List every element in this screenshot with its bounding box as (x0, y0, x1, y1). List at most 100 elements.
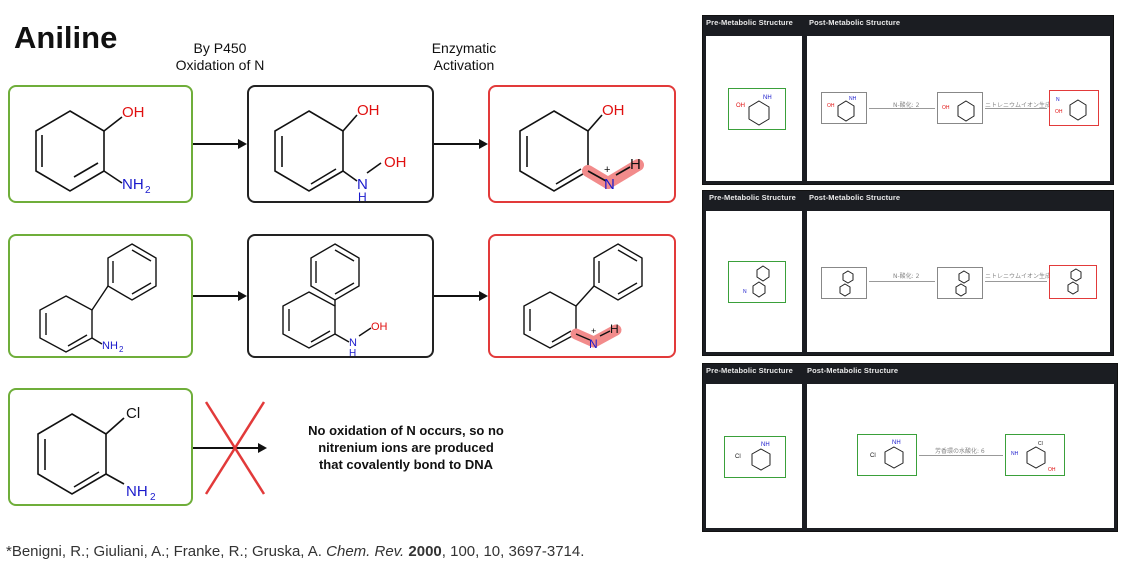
post-metabolic-header: Post-Metabolic Structure (809, 18, 901, 27)
n-label: N (589, 337, 598, 351)
nh-label: N (1056, 97, 1060, 103)
plus-charge: + (604, 164, 610, 176)
h-label: H (630, 156, 641, 173)
nitrenium-structure: OH N + H (519, 102, 644, 193)
cl-label: Cl (126, 405, 140, 422)
post-metabolic-header: Post-Metabolic Structure (809, 193, 901, 202)
oh-label: OH (122, 104, 145, 121)
step-header-enzymatic-line1: Enzymatic (431, 40, 497, 56)
oh-label: OH (1048, 467, 1056, 473)
post-structure-card-2[interactable] (937, 267, 983, 299)
pre-structure-card[interactable]: NH Cl (724, 436, 786, 478)
pre-structure-card[interactable]: N (728, 261, 786, 303)
no-oxidation-note: No oxidation of N occurs, so no nitreniu… (286, 422, 526, 473)
nh2-label: NH (102, 340, 118, 352)
cl-label: Cl (735, 454, 741, 460)
reaction-label-n-oxidation: N-酸化: 2 (893, 102, 920, 109)
oh-label: OH (357, 102, 380, 119)
oh-label: OH (827, 103, 835, 109)
oh-label: OH (371, 321, 388, 333)
n-label: N (743, 289, 747, 295)
arrow-row1-step2-head (479, 139, 488, 149)
reaction-arrow-1 (919, 455, 1003, 456)
page-title: Aniline (14, 20, 118, 55)
post-structure-card-3[interactable]: N OH (1049, 90, 1099, 126)
chloroaniline-structure: Cl NH 2 (37, 405, 156, 503)
nh2-label: NH (126, 483, 148, 500)
nh2-label: NH (122, 176, 144, 193)
oh-label: OH (736, 103, 745, 109)
note-line2: nitrenium ions are produced (318, 440, 494, 455)
pre-metabolic-header: Pre-Metabolic Structure (706, 366, 793, 375)
reaction-arrow-1 (869, 108, 935, 109)
prediction-panel-2: Pre-Metabolic Structure Post-Metabolic S… (702, 190, 1114, 356)
oh-label: OH (1055, 109, 1063, 115)
note-line3: that covalently bond to DNA (318, 457, 494, 472)
pre-metabolic-pane: NH Cl (706, 384, 802, 528)
arrow-row2-step2-head (479, 291, 488, 301)
n-label: N (604, 176, 615, 193)
nh2-label: NH (849, 96, 857, 102)
row1-nitrenium-box: OH N + H (488, 85, 676, 203)
post-metabolic-pane: N-酸化: 2 ニトレニウムイオン生成: 1 (807, 211, 1110, 352)
oh-label: OH (942, 105, 950, 111)
row2-precursor-box: NH 2 (8, 234, 193, 358)
oh-label: OH (384, 154, 407, 171)
reaction-label-nitrenium: ニトレニウムイオン生成: 1 (985, 102, 1059, 109)
n-label: N (357, 176, 368, 193)
citation-rest: , 100, 10, 3697-3714. (441, 543, 585, 560)
note-line1: No oxidation of N occurs, so no (308, 423, 504, 438)
plus-charge: + (591, 326, 596, 336)
row1-precursor-box: OH NH 2 (8, 85, 193, 203)
arrow-row2-step1 (193, 295, 238, 297)
arrow-row1-step2 (434, 143, 479, 145)
post-structure-card-1[interactable]: OH NH (821, 92, 867, 124)
pre-metabolic-header: Pre-Metabolic Structure (709, 193, 796, 202)
post-structure-card-2[interactable]: OH (937, 92, 983, 124)
h-label: H (349, 348, 356, 359)
nh2-subscript: 2 (150, 492, 156, 503)
blocked-cross-icon (204, 401, 266, 495)
post-structure-card-1[interactable] (821, 267, 867, 299)
arrow-row2-step2 (434, 295, 479, 297)
step-header-p450-line2: Oxidation of N (175, 57, 265, 73)
nh2-label: NH (1011, 451, 1019, 457)
citation-year: 2000 (408, 543, 442, 560)
arrow-row3-blocked-head (258, 443, 267, 453)
nh2-label: NH (761, 442, 770, 448)
step-header-p450: By P450 Oxidation of N (160, 40, 280, 74)
step-header-enzymatic-line2: Activation (433, 57, 495, 73)
row3-precursor-box: Cl NH 2 (8, 388, 193, 506)
biphenyl-nitrenium-structure: N + H (523, 243, 643, 351)
citation-journal: Chem. Rev. (326, 543, 405, 560)
reaction-arrow-2 (985, 108, 1047, 109)
reaction-label-ring-hydroxylation: 芳香環の水酸化: 6 (935, 448, 985, 455)
nh2-subscript: 2 (119, 345, 124, 354)
row2-nitrenium-box: N + H (488, 234, 676, 358)
post-structure-card-1[interactable]: NH Cl (857, 434, 917, 476)
step-header-enzymatic: Enzymatic Activation (404, 40, 524, 74)
nh2-label: NH (892, 440, 901, 446)
post-metabolic-header: Post-Metabolic Structure (807, 366, 899, 375)
reaction-arrow-1 (869, 281, 935, 282)
cl-label: Cl (870, 453, 876, 459)
biphenyl-hydroxylamine-structure: N H OH (282, 243, 388, 359)
reaction-label-nitrenium: ニトレニウムイオン生成: 1 (985, 273, 1059, 280)
step-header-p450-line1: By P450 (193, 40, 247, 56)
post-structure-card-3[interactable] (1049, 265, 1097, 299)
pre-metabolic-header: Pre-Metabolic Structure (706, 18, 793, 27)
pre-metabolic-pane: N (706, 211, 802, 352)
h-label: H (358, 190, 367, 204)
citation-authors: *Benigni, R.; Giuliani, A.; Franke, R.; … (6, 543, 327, 560)
row2-intermediate-box: N H OH (247, 234, 434, 359)
aminobiphenyl-structure: NH 2 (39, 243, 157, 354)
cl-label: Cl (1038, 441, 1043, 447)
prediction-panel-3: Pre-Metabolic Structure Post-Metabolic S… (702, 363, 1118, 532)
arrow-row3-blocked (193, 447, 258, 449)
reaction-arrow-2 (985, 281, 1047, 282)
reaction-label-n-oxidation: N-酸化: 2 (893, 273, 920, 280)
